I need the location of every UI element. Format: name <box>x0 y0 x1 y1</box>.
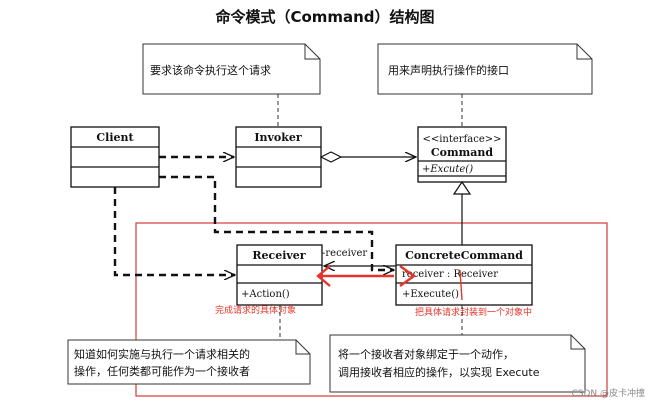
invoker-note-text: 要求该命令执行这个请求 <box>150 63 271 77</box>
highlight-box <box>135 222 608 397</box>
red-arrow-right-head <box>399 265 417 287</box>
receiver-note-line2: 操作，任何类都可能作为一个接收者 <box>74 364 250 378</box>
concrete-note-line1: 将一个接收者对象绑定于一个动作， <box>338 347 514 361</box>
command-name: Command <box>431 146 493 159</box>
diagram-title: 命令模式（Command）结构图 <box>214 8 434 26</box>
receiver-note: 知道如何实施与执行一个请求相关的 操作，任何类都可能作为一个接收者 <box>67 339 311 385</box>
receiver-operation: +Action() <box>241 289 290 300</box>
receiver-role-label: -receiver <box>322 248 367 259</box>
concrete-note-line2: 调用接收者相应的操作，以实现 Execute <box>338 365 540 379</box>
concrete-command-realization <box>452 180 472 245</box>
concrete-note: 将一个接收者对象绑定于一个动作， 调用接收者相应的操作，以实现 Execute <box>329 334 586 393</box>
concrete-command-class: ConcreteCommand receiver : Receiver +Exe… <box>395 244 533 306</box>
receiver-class: Receiver +Action() <box>236 244 323 306</box>
invoker-class: Invoker <box>235 126 322 188</box>
receiver-note-line1: 知道如何实施与执行一个请求相关的 <box>74 347 250 361</box>
concrete-command-attribute: receiver : Receiver <box>402 269 498 280</box>
red-mark <box>459 269 463 301</box>
watermark: CSDN @皮卡冲撞 <box>571 387 645 399</box>
client-name: Client <box>96 131 134 144</box>
invoker-name: Invoker <box>254 131 301 144</box>
command-note-text: 用来声明执行操作的接口 <box>388 63 509 77</box>
concrete-command-operation: +Execute() <box>402 289 459 300</box>
receiver-name: Receiver <box>252 249 305 262</box>
invoker-note: 要求该命令执行这个请求 <box>142 43 321 95</box>
invoker-command-aggregation <box>319 151 416 163</box>
receiver-red-annotation: 完成请求的具体对象 <box>215 304 296 316</box>
command-operation: +Excute() <box>422 164 473 175</box>
command-note: 用来声明执行操作的接口 <box>377 43 593 95</box>
client-receiver-dependency <box>113 187 235 275</box>
command-class: <<interface>> Command +Excute() <box>417 126 507 183</box>
concrete-command-name: ConcreteCommand <box>405 249 523 262</box>
red-arrow-left-head <box>316 265 331 287</box>
concrete-red-annotation: 把具体请求封装到一个对象中 <box>415 306 532 318</box>
client-class: Client <box>70 126 160 188</box>
command-stereotype: <<interface>> <box>422 134 501 145</box>
